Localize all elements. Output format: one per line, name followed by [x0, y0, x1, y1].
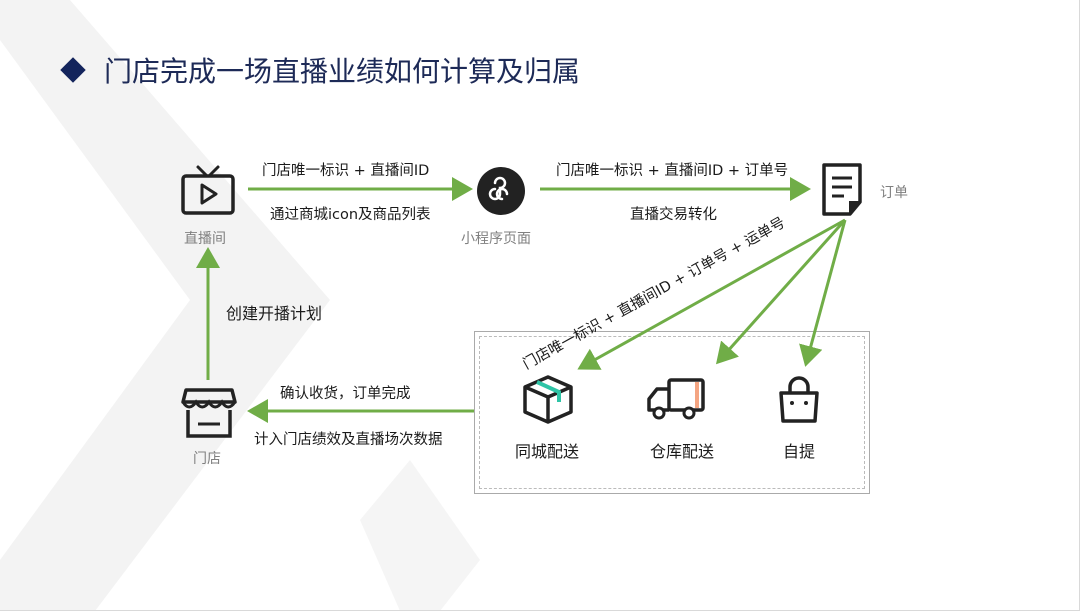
edge-label-live-to-mini-bottom: 通过商城icon及商品列表	[270, 207, 431, 223]
store-icon	[181, 388, 237, 438]
delivery-group-outer-box	[474, 331, 870, 494]
arrow-order-to-warehouse	[716, 219, 847, 365]
shopping-bag-icon	[779, 376, 819, 423]
node-warehouse-label: 仓库配送	[650, 442, 715, 461]
order-document-icon	[822, 163, 862, 216]
arrow-order-to-same-city	[577, 218, 846, 370]
mini-program-icon	[477, 167, 525, 215]
node-order-label: 订单	[880, 185, 908, 201]
truck-icon	[647, 378, 705, 420]
edge-label-delivery-to-store-bottom: 计入门店绩效及直播场次数据	[254, 432, 443, 448]
arrow-order-to-pickup	[799, 219, 847, 367]
node-live-room-label: 直播间	[184, 231, 226, 247]
edge-label-store-to-live: 创建开播计划	[226, 304, 323, 323]
page-title-text: 门店完成一场直播业绩如何计算及归属	[104, 55, 581, 88]
edge-label-mini-to-order-bottom: 直播交易转化	[630, 207, 717, 223]
node-store-label: 门店	[193, 451, 221, 467]
delivery-group-inner-box	[479, 336, 865, 489]
page-title: 门店完成一场直播业绩如何计算及归属	[60, 50, 580, 90]
edge-label-live-to-mini-top: 门店唯一标识 + 直播间ID	[262, 163, 430, 179]
node-same-city-label: 同城配送	[515, 442, 580, 461]
edge-label-mini-to-order-top: 门店唯一标识 + 直播间ID + 订单号	[556, 163, 789, 179]
node-pickup-label: 自提	[783, 442, 816, 461]
package-box-icon	[523, 375, 573, 424]
tv-icon	[181, 165, 235, 215]
node-mini-program-label: 小程序页面	[461, 231, 531, 247]
edge-label-delivery-to-store-top: 确认收货，订单完成	[280, 386, 411, 402]
